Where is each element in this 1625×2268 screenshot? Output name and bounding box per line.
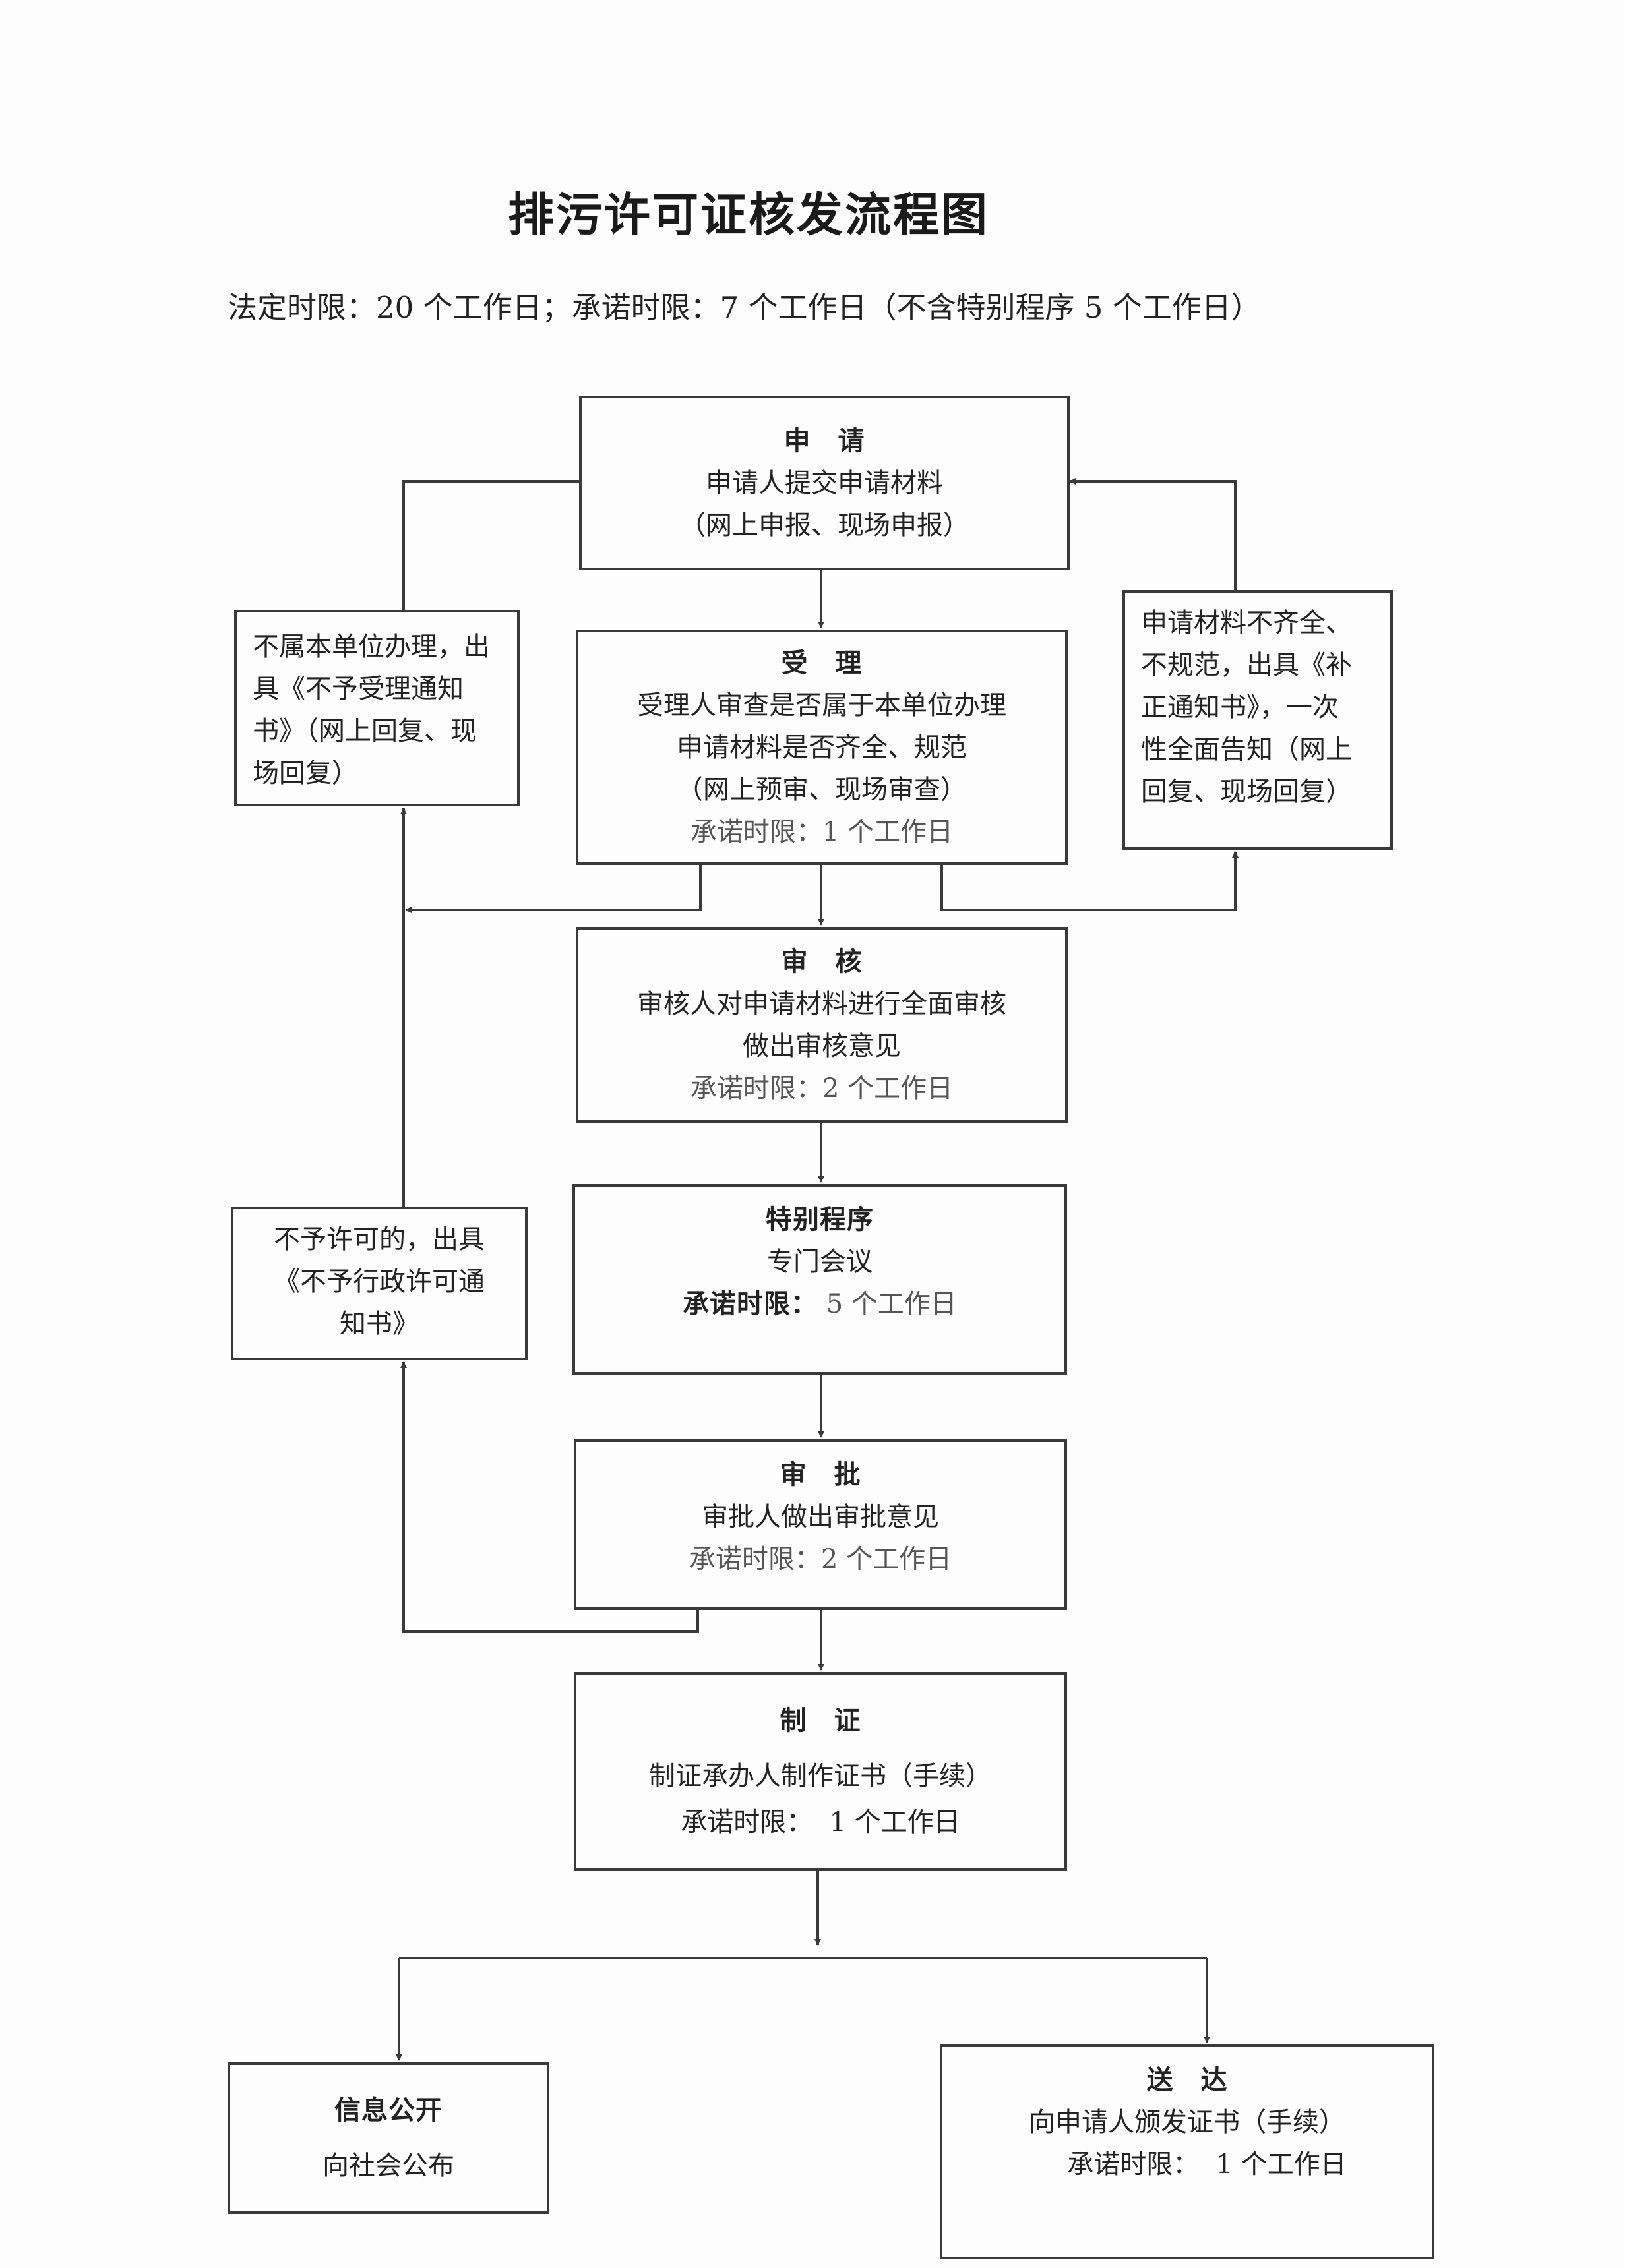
note-line: 性全面告知（网上 [1141,734,1352,765]
note-line: 知书》 [340,1309,419,1339]
step-certify: 制 证 制证承办人制作证书（手续） 承诺时限： 1 个工作日 [574,1672,1067,1871]
step-review: 审 核 审核人对申请材料进行全面审核 做出审核意见 承诺时限：2 个工作日 [576,927,1068,1123]
note-line: 不规范，出具《补 [1141,650,1352,680]
arrow-accept-to-reject-note [405,865,702,913]
note-not-our-unit: 不属本单位办理，出 具《不予受理通知 书》（网上回复、现 场回复） [234,610,520,806]
note-line: 不属本单位办理，出 [253,632,490,662]
step-accept-heading: 受 理 [781,647,863,678]
step-certify-line: 制证承办人制作证书（手续） [649,1761,992,1791]
page-title: 排污许可证核发流程图 [508,188,989,242]
step-accept-line: 申请材料是否齐全、规范 [677,732,967,763]
note-line: 回复、现场回复） [1141,777,1352,807]
step-approve: 审 批 审批人做出审批意见 承诺时限：2 个工作日 [574,1439,1067,1610]
step-special-procedure: 特别程序 专门会议 承诺时限： 5 个工作日 [572,1184,1067,1375]
step-special-line: 专门会议 [767,1247,873,1277]
note-line: 书》（网上回复、现 [253,716,477,746]
step-special-limit-label: 承诺时限： [683,1289,818,1319]
step-certify-heading: 制 证 [780,1706,861,1736]
step-publish: 信息公开 向社会公布 [228,2062,549,2214]
note-line: 具《不予受理通知 [253,674,464,704]
step-deliver-heading: 送 达 [1146,2065,1228,2095]
step-review-heading: 审 核 [781,946,863,977]
arrow-approve-to-denial-note [400,1361,699,1633]
step-approve-line: 审批人做出审批意见 [702,1502,939,1532]
step-deliver-time-limit: 承诺时限： 1 个工作日 [1067,2149,1347,2180]
arrow-reject-to-apply [402,478,586,610]
step-deliver-line: 向申请人颁发证书（手续） [1029,2107,1345,2137]
note-line: 场回复） [253,758,358,789]
note-line: 申请材料不齐全、 [1141,608,1352,638]
step-special-time-limit: 承诺时限： 5 个工作日 [683,1283,957,1325]
note-line: 不予许可的，出具 [274,1224,485,1255]
step-apply-line: 申请人提交申请材料 [706,467,943,498]
step-review-line: 做出审核意见 [743,1030,901,1061]
note-line: 正通知书》，一次 [1141,692,1339,723]
step-special-limit-value: 5 个工作日 [826,1289,957,1319]
step-apply-line: （网上申报、现场申报） [679,510,969,541]
step-review-line: 审核人对申请材料进行全面审核 [637,988,1006,1019]
step-review-time-limit: 承诺时限：2 个工作日 [690,1073,954,1104]
step-accept-line: （网上预审、现场审查） [677,774,967,805]
note-incomplete-materials: 申请材料不齐全、 不规范，出具《补 正通知书》，一次 性全面告知（网上 回复、现… [1122,590,1393,850]
step-apply: 申 请 申请人提交申请材料 （网上申报、现场申报） [579,396,1070,570]
arrow-accept-to-correction-note [940,851,1239,911]
step-approve-heading: 审 批 [780,1460,861,1490]
time-limit-subtitle: 法定时限：20 个工作日；承诺时限：7 个工作日（不含特别程序 5 个工作日） [228,290,1261,325]
note-line: 《不予行政许可通 [274,1267,485,1297]
step-accept-line: 受理人审查是否属于本单位办理 [637,690,1006,721]
note-not-permitted: 不予许可的，出具 《不予行政许可通 知书》 [231,1207,528,1360]
step-publish-heading: 信息公开 [334,2095,443,2126]
step-apply-heading: 申 请 [783,425,865,456]
step-accept-time-limit: 承诺时限：1 个工作日 [690,816,954,847]
step-approve-time-limit: 承诺时限：2 个工作日 [689,1544,952,1574]
arrow-correction-to-apply [1069,478,1237,590]
step-deliver: 送 达 向申请人颁发证书（手续） 承诺时限： 1 个工作日 [940,2044,1434,2259]
step-accept: 受 理 受理人审查是否属于本单位办理 申请材料是否齐全、规范 （网上预审、现场审… [576,630,1068,865]
step-publish-line: 向社会公布 [322,2151,454,2181]
step-special-heading: 特别程序 [766,1205,874,1235]
step-certify-time-limit: 承诺时限： 1 个工作日 [681,1807,960,1837]
